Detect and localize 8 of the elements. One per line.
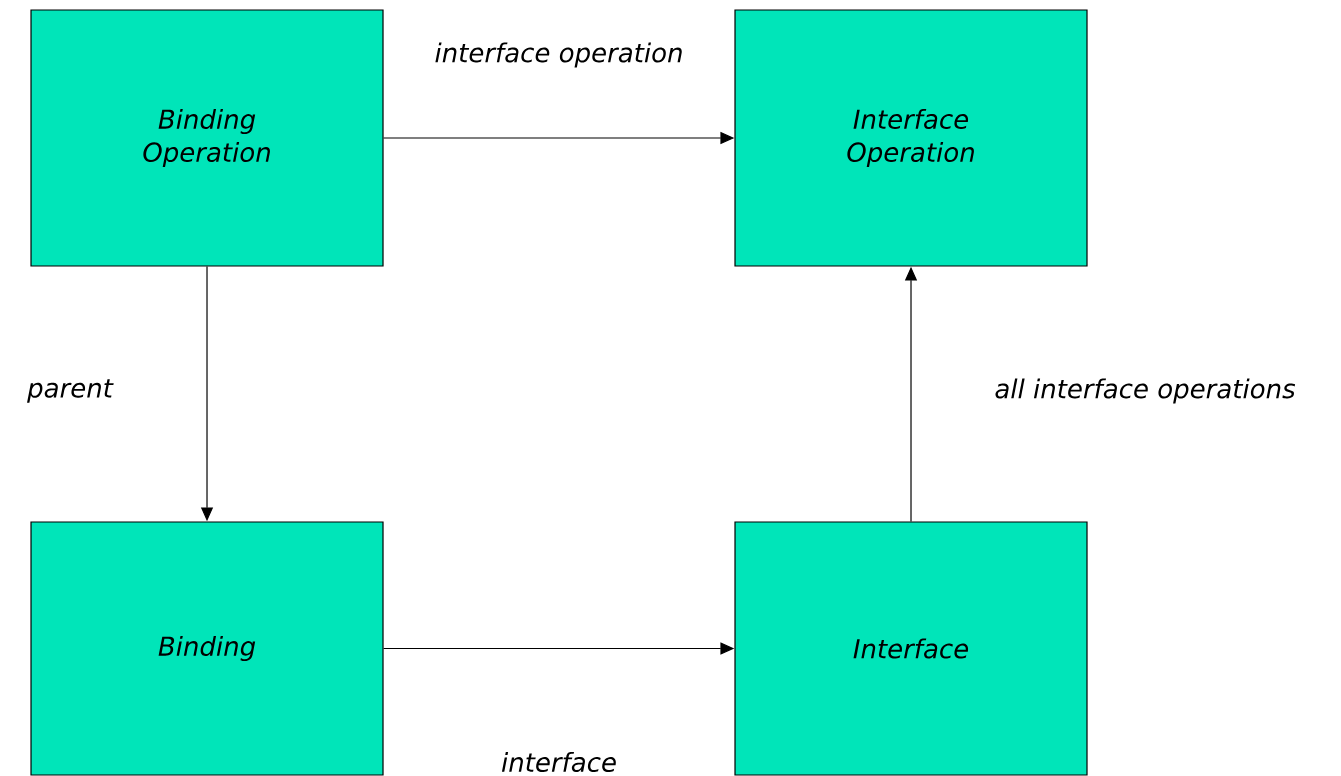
edge-label: interface (501, 751, 616, 773)
edge-label: all interface operations (995, 378, 1296, 404)
process-box: Binding Operation (30, 9, 384, 267)
process-box: Interface Operation (734, 9, 1088, 267)
edge-label: interface operation (435, 42, 682, 68)
process-box: Interface (734, 521, 1088, 776)
edge-label: parent (27, 379, 114, 403)
process-box: Binding (30, 521, 384, 776)
